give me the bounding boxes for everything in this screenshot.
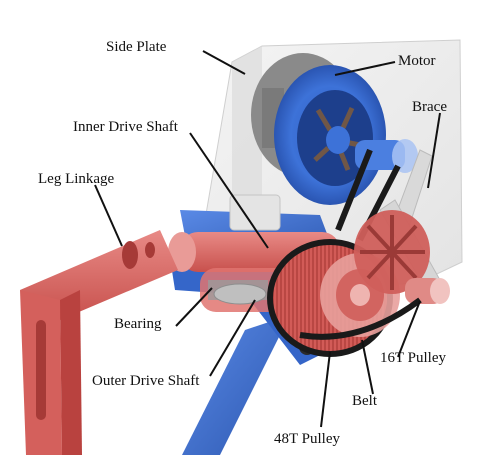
label-48t-pulley: 48T Pulley	[274, 431, 340, 447]
bearing	[213, 283, 267, 305]
label-belt: Belt	[352, 393, 377, 409]
label-side-plate: Side Plate	[106, 39, 167, 55]
label-bearing: Bearing	[114, 316, 162, 332]
leg-linkage	[20, 230, 178, 455]
label-motor: Motor	[398, 53, 436, 69]
leader-lines	[94, 50, 441, 428]
label-leg-linkage: Leg Linkage	[38, 171, 115, 187]
motor	[251, 53, 386, 205]
label-brace: Brace	[412, 99, 447, 115]
label-outer-drive-shaft: Outer Drive Shaft	[92, 373, 200, 389]
pulley-16t	[354, 210, 450, 304]
belt-lower	[299, 297, 422, 340]
label-inner-drive-shaft: Inner Drive Shaft	[73, 119, 178, 135]
label-16t-pulley: 16T Pulley	[380, 350, 446, 366]
